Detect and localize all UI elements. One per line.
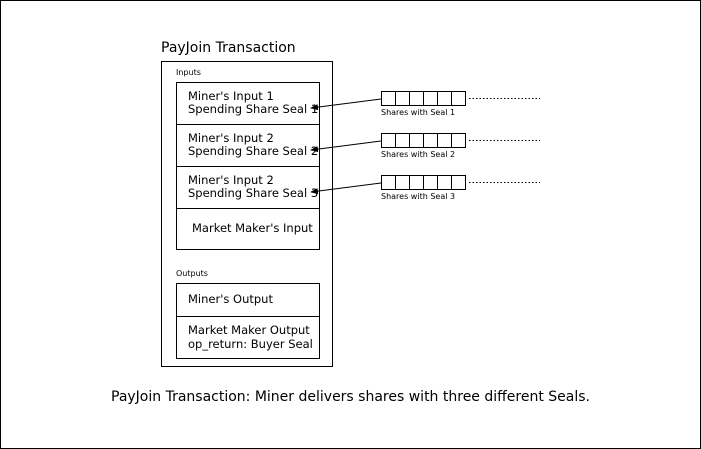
share-boxes-3 [381,175,466,190]
share-chain-2-label: Shares with Seal 2 [381,150,455,159]
input-cell-1: Miner's Input 1 Spending Share Seal 1 [176,82,320,125]
input-cell-4: Market Maker's Input [176,208,320,250]
output-1-line1: Miner's Output [188,292,273,306]
input-3-line1: Miner's Input 2 [188,173,274,187]
output-2-line2: op_return: Buyer Seal [188,337,313,351]
diagram-caption: PayJoin Transaction: Miner delivers shar… [111,389,590,405]
input-1-line2: Spending Share Seal 1 [188,102,319,116]
transaction-box [161,61,333,367]
input-1-line1: Miner's Input 1 [188,89,274,103]
input-cell-2: Miner's Input 2 Spending Share Seal 2 [176,124,320,167]
share-chain-1: Shares with Seal 1 [310,91,540,117]
output-2-line1: Market Maker Output [188,323,310,337]
share-chain-1-label: Shares with Seal 1 [381,108,455,117]
outputs-label: Outputs [176,269,208,278]
inputs-label: Inputs [176,68,201,77]
share-chain-3: Shares with Seal 3 [310,175,540,201]
input-cell-3: Miner's Input 2 Spending Share Seal 3 [176,166,320,209]
arrow-seal-1 [310,98,382,111]
arrow-seal-3 [310,182,382,195]
input-2-line1: Miner's Input 2 [188,131,274,145]
share-chain-2: Shares with Seal 2 [310,133,540,159]
input-2-line2: Spending Share Seal 2 [188,144,319,158]
share-boxes-1 [381,91,466,106]
share-boxes-2 [381,133,466,148]
share-chain-3-label: Shares with Seal 3 [381,192,455,201]
diagram-title: PayJoin Transaction [161,40,296,56]
input-3-line2: Spending Share Seal 3 [188,186,319,200]
arrow-seal-2 [310,140,382,153]
output-cell-2: Market Maker Output op_return: Buyer Sea… [176,316,320,359]
input-4-line1: Market Maker's Input [192,221,313,235]
